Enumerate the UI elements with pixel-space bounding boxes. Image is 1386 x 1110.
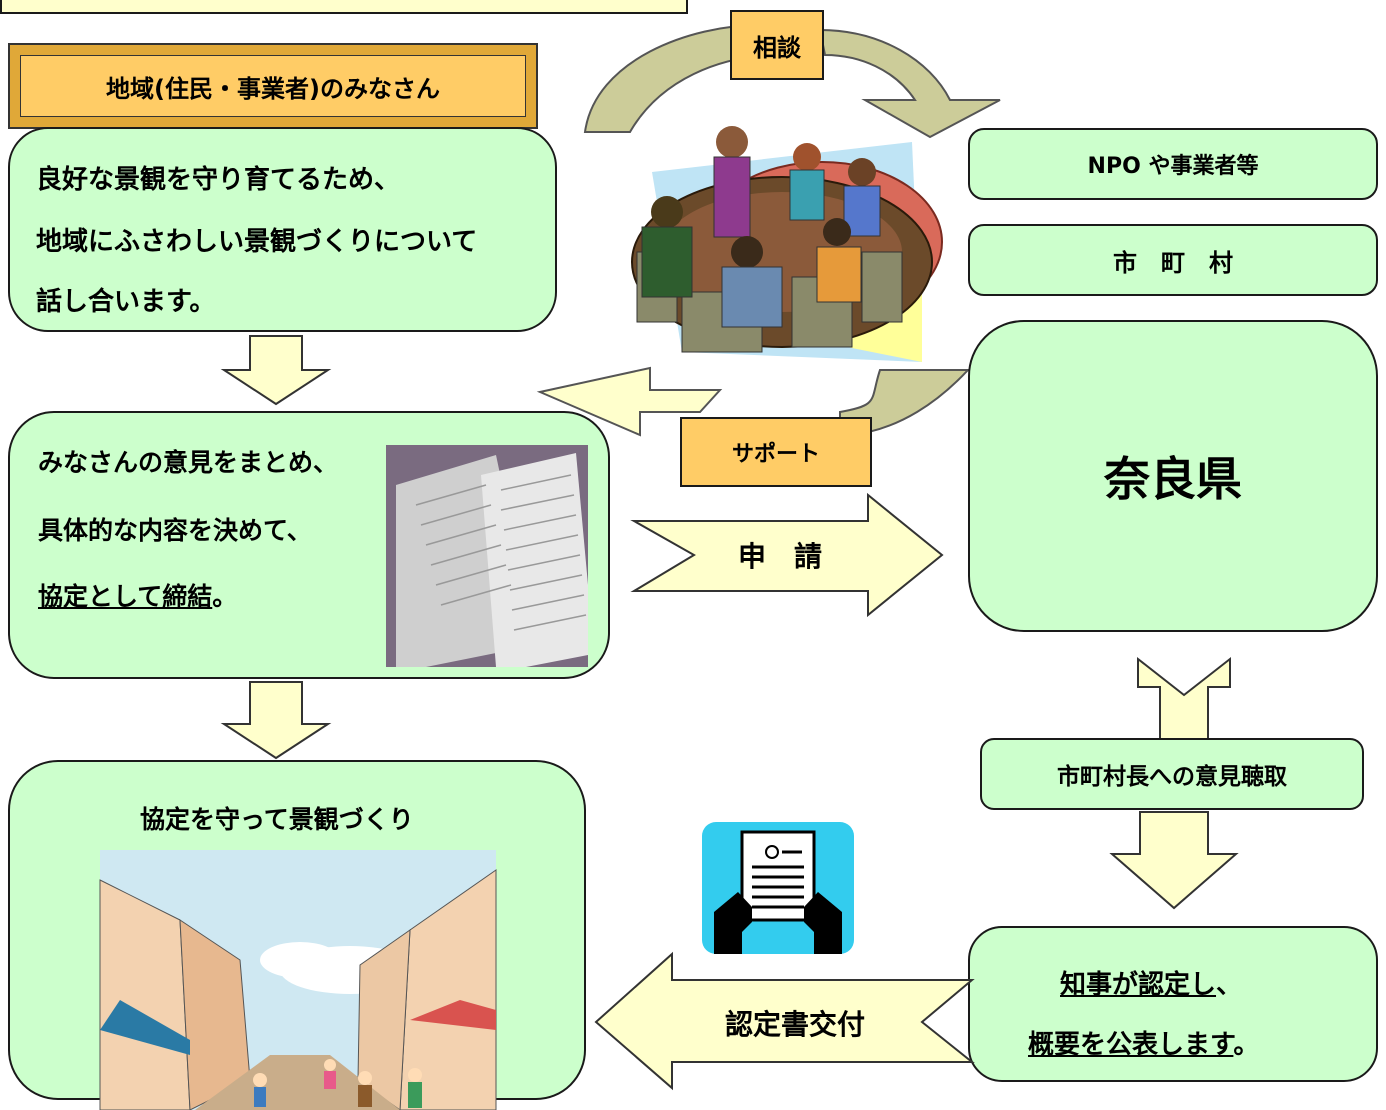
municipality-label-text: 市 町 村	[1113, 248, 1233, 277]
community-title-frame: 地域(住民・事業者)のみなさん	[8, 43, 538, 129]
community-title: 地域(住民・事業者)のみなさん	[20, 55, 526, 117]
community-title-text: 地域(住民・事業者)のみなさん	[106, 74, 440, 103]
municipality-box: 市 町 村	[968, 224, 1378, 296]
certify-line-2-tail: 。	[1233, 1030, 1260, 1060]
apply-arrow-icon	[630, 492, 944, 618]
certify-text-1: 知事が認定し	[1060, 970, 1217, 1000]
certify-line-1-tail: 、	[1216, 970, 1243, 1000]
npo-box: NPO や事業者等	[968, 128, 1378, 200]
certificate-arrow-icon	[594, 951, 975, 1091]
consult-label: 相談	[730, 10, 824, 80]
opinions-line-1: みなさんの意見をまとめ、	[38, 448, 339, 477]
down-arrow-1-icon	[220, 335, 332, 406]
support-label-text: サポート	[731, 442, 820, 467]
certificate-label: 認定書交付	[690, 998, 900, 1048]
community-line-2: 地域にふさわしい景観づくりについて	[36, 227, 478, 257]
npo-label-text: NPO や事業者等	[1087, 154, 1259, 179]
down-arrow-4-icon	[1109, 811, 1239, 910]
certify-line-2: 概要を公表します。	[1028, 1024, 1259, 1061]
down-arrow-3-icon	[1137, 656, 1231, 744]
meeting-illustration-icon	[631, 126, 943, 362]
community-box: 良好な景観を守り育てるため、 地域にふさわしい景観づくりについて 話し合います。	[8, 127, 557, 332]
community-line-3: 話し合います。	[36, 287, 216, 317]
prefecture-box: 奈良県	[968, 320, 1378, 632]
certificate-icon	[702, 822, 854, 954]
hearing-box: 市町村長への意見聴取	[980, 738, 1364, 810]
certify-line-1: 知事が認定し、	[1060, 964, 1242, 1001]
community-line-1: 良好な景観を守り育てるため、	[36, 165, 401, 195]
consult-label-text: 相談	[753, 33, 801, 62]
top-banner-fragment	[0, 0, 688, 14]
support-label: サポート	[680, 417, 872, 487]
certify-box: 知事が認定し、 概要を公表します。	[968, 926, 1378, 1082]
prefecture-label-text: 奈良県	[1104, 452, 1242, 506]
apply-label-text: 申 請	[737, 540, 822, 573]
down-arrow-2-icon	[220, 681, 332, 760]
opinions-line-3-tail: 。	[212, 582, 238, 611]
street-illustration-icon	[99, 850, 497, 1110]
agreement-box: 協定を守って景観づくり	[8, 760, 586, 1110]
opinions-line-2: 具体的な内容を決めて、	[38, 516, 312, 545]
agreement-title: 協定を守って景観づくり	[140, 805, 414, 834]
apply-label: 申 請	[700, 530, 860, 580]
document-photo-icon	[386, 445, 588, 667]
certificate-label-text: 認定書交付	[724, 1008, 865, 1041]
agreement-conclusion-text: 協定として締結	[38, 582, 213, 611]
hearing-label-text: 市町村長への意見聴取	[1057, 764, 1287, 790]
certify-text-2: 概要を公表します	[1028, 1030, 1234, 1060]
opinions-line-3: 協定として締結。	[38, 577, 237, 613]
opinions-box: みなさんの意見をまとめ、 具体的な内容を決めて、 協定として締結。	[8, 411, 610, 679]
